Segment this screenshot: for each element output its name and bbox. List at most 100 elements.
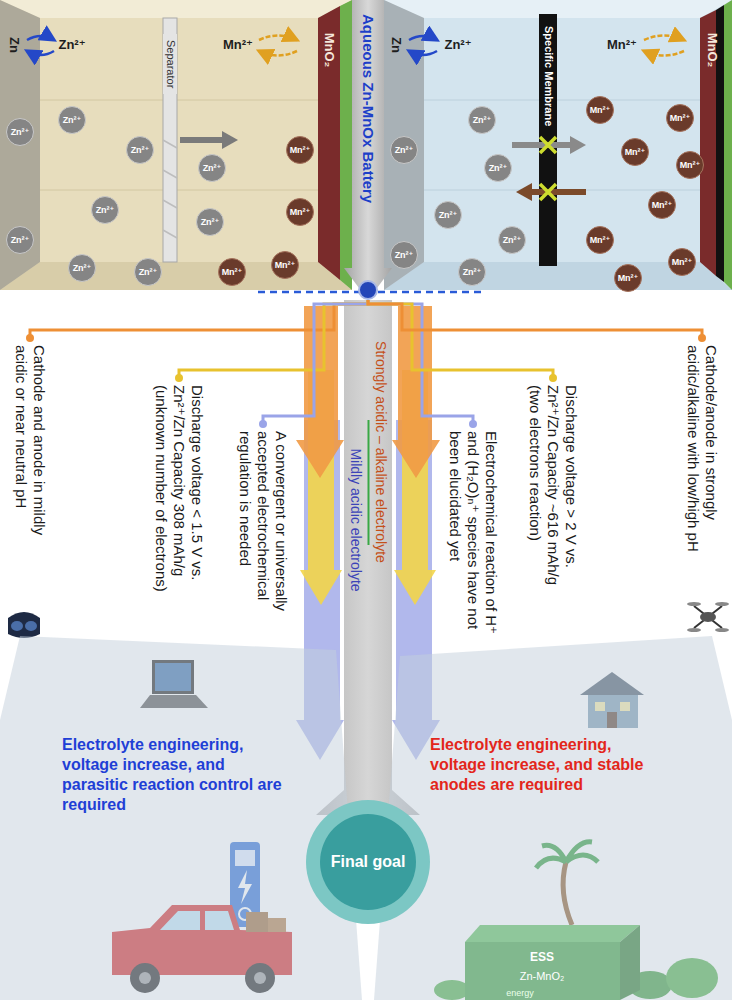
drone	[687, 602, 701, 606]
ion-label: Zn²⁺	[58, 38, 85, 53]
cone-shape	[370, 630, 732, 1000]
strong-cell	[384, 0, 732, 290]
strong-cell	[570, 136, 586, 154]
strong-cell	[540, 184, 556, 200]
ion-circle: Zn²⁺	[196, 208, 224, 236]
band-label: Separator	[163, 40, 176, 88]
membrane-band: Separator	[163, 34, 177, 94]
ion-label: Zn²⁺	[63, 116, 82, 125]
note-text: Discharge voltage < 1.5 V vs. Zn²⁺/Zn Ca…	[152, 385, 206, 600]
ion-label: Zn²⁺	[444, 38, 471, 53]
mild-cell	[40, 190, 318, 191]
ion-label: Mn²⁺	[223, 38, 253, 53]
label-holder: Mn²⁺	[607, 38, 637, 53]
note-text: Cathode/anode in strongly acidic/alkalin…	[684, 345, 720, 580]
note-text: Discharge voltage > 2 V vs. Zn²⁺/Zn Capa…	[526, 385, 580, 600]
feature-note: Discharge voltage > 2 V vs. Zn²⁺/Zn Capa…	[522, 378, 584, 604]
ion-circle: Zn²⁺	[58, 106, 86, 134]
flow-arrows	[392, 306, 440, 478]
electrode-label: MnO₂	[705, 33, 720, 68]
drone	[687, 628, 701, 632]
ion-label: Mn²⁺	[222, 268, 243, 277]
ion-label: Zn²⁺	[201, 218, 220, 227]
branch-connector	[263, 300, 368, 424]
flow-arrows	[296, 306, 344, 478]
drone	[694, 606, 722, 628]
mild-cell	[0, 0, 40, 290]
ion-circle: Zn²⁺	[198, 154, 226, 182]
mild-cell	[27, 51, 54, 55]
electrolyte-column	[368, 420, 370, 545]
feature-note: Discharge voltage < 1.5 V vs. Zn²⁺/Zn Ca…	[148, 378, 210, 604]
ion-label: Mn²⁺	[290, 208, 311, 217]
ion-circle: Zn²⁺	[390, 241, 418, 269]
label-holder: MnO₂	[705, 33, 720, 68]
drone	[715, 628, 729, 632]
ion-label: Zn²⁺	[395, 146, 414, 155]
ion-label: Mn²⁺	[618, 274, 639, 283]
strong-cell	[644, 51, 684, 56]
cone-shape	[374, 636, 732, 1000]
strong-cell	[384, 0, 732, 290]
ion-circle: Zn²⁺	[6, 226, 34, 254]
strong-cell	[540, 137, 556, 153]
mild-cell	[318, 6, 340, 280]
mild-cell	[259, 51, 297, 56]
vr-goggles	[8, 612, 40, 638]
ion-circle: Mn²⁺	[668, 248, 696, 276]
requirement-cone: Electrolyte engineering, voltage increas…	[0, 630, 366, 1000]
strong-cell	[539, 14, 557, 266]
ion-label: Zn²⁺	[11, 128, 30, 137]
vr-goggles	[8, 612, 40, 638]
mild-cell	[0, 0, 352, 290]
ion-label: Mn²⁺	[672, 258, 693, 267]
label-holder: Zn-MnO₂	[520, 970, 565, 983]
ion-circle: Zn²⁺	[484, 154, 512, 182]
ion-circle: Zn²⁺	[498, 226, 526, 254]
strong-cell	[516, 183, 532, 201]
ion-circle: Mn²⁺	[648, 191, 676, 219]
ion-circle: Mn²⁺	[286, 136, 314, 164]
ion-label: Zn²⁺	[203, 164, 222, 173]
mild-cell	[163, 140, 177, 238]
feature-note: Cathode/anode in strongly acidic/alkalin…	[680, 338, 724, 584]
branch-connector	[30, 300, 368, 338]
drone	[715, 602, 729, 606]
label-holder: Zn²⁺	[444, 38, 471, 53]
ion-label: Zn²⁺	[73, 264, 92, 273]
ion-circle: Mn²⁺	[218, 258, 246, 286]
ion-circle: Zn²⁺	[434, 201, 462, 229]
branch-connector	[179, 300, 368, 378]
ion-label: Zn²⁺	[473, 116, 492, 125]
feature-note: Electrochemical reaction of H⁺ and (H₂O)…	[442, 424, 504, 645]
label-holder: Zn	[389, 37, 404, 53]
ion-circle: Zn²⁺	[134, 258, 162, 286]
ion-circle: Mn²⁺	[586, 96, 614, 124]
mild-cell	[0, 262, 352, 290]
ion-label: Mn²⁺	[607, 38, 637, 53]
ion-circle: Zn²⁺	[458, 258, 486, 286]
ion-circle: Mn²⁺	[666, 104, 694, 132]
ion-circle: Zn²⁺	[468, 106, 496, 134]
strong-cell	[384, 0, 424, 290]
ion-label: Zn²⁺	[96, 206, 115, 215]
label-holder: energy	[506, 988, 534, 998]
strong-cell	[409, 51, 437, 55]
ion-circle: Mn²⁺	[286, 198, 314, 226]
electrolyte-label: Strongly acidic – alkaline electrolyte	[373, 341, 389, 563]
branch-connector	[368, 300, 553, 378]
label-holder: Zn	[7, 37, 22, 53]
title-text: Aqueous Zn-MnOx Battery	[359, 14, 377, 203]
ion-label: Mn²⁺	[625, 148, 646, 157]
label-holder: Zn²⁺	[58, 38, 85, 53]
ion-circle: Mn²⁺	[621, 138, 649, 166]
battery-title-arrow: Aqueous Zn-MnOx Battery	[352, 0, 384, 300]
goal-shape	[320, 814, 416, 910]
feature-note: A convergent or universally accepted ele…	[232, 424, 294, 625]
vr-goggles	[25, 621, 37, 631]
mild-cell	[259, 36, 297, 41]
ion-circle: Zn²⁺	[6, 118, 34, 146]
strong-cell	[424, 100, 700, 101]
ion-label: Mn²⁺	[680, 161, 701, 170]
